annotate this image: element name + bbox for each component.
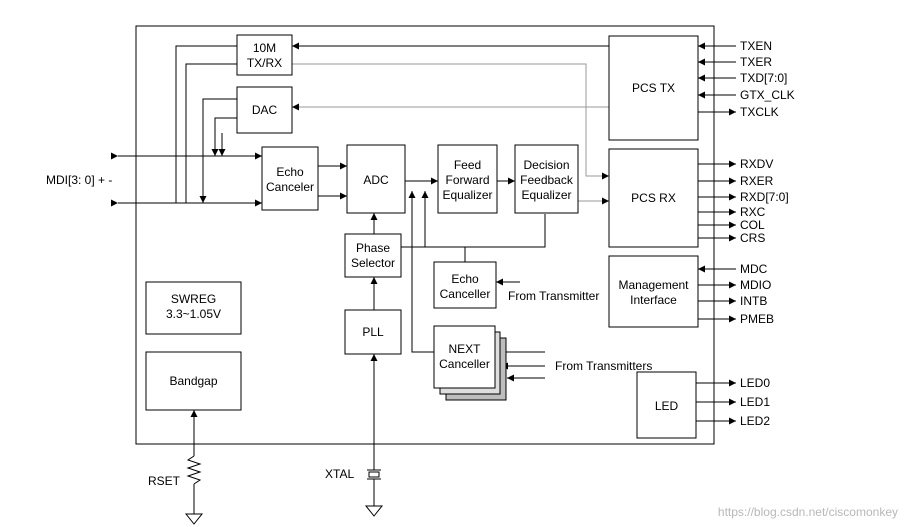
signal-led2: LED2 (740, 414, 770, 428)
echo-canceller2-label-line2: Canceller (440, 287, 491, 301)
bandgap-label: Bandgap (169, 374, 217, 388)
echo-canceller-label-line1: Echo (276, 165, 304, 179)
bandgap-block: Bandgap (145, 351, 242, 411)
management-label-line2: Interface (630, 293, 677, 307)
tenm-block: 10M TX/RX (236, 34, 293, 76)
dfe-label-line2: Feedback (520, 173, 574, 187)
echo-canceller2-block: Echo Canceller (433, 261, 497, 309)
pcs-rx-label: PCS RX (631, 191, 676, 205)
xtal-label: XTAL (325, 467, 354, 481)
ffe-label-line3: Equalizer (442, 188, 492, 202)
echo-canceller2-label-line1: Echo (451, 272, 479, 286)
phase-selector-label-line2: Selector (351, 256, 395, 270)
from-transmitter-label: From Transmitter (508, 289, 599, 303)
rset-label: RSET (148, 474, 181, 488)
pcs-tx-label: PCS TX (632, 81, 675, 95)
led-block: LED (636, 371, 697, 439)
tenm-label-line2: TX/RX (247, 56, 282, 70)
phase-selector-block: Phase Selector (344, 233, 402, 278)
signal-rxc: RXC (740, 205, 766, 219)
chip-outline (135, 25, 715, 445)
signal-col: COL (740, 218, 765, 232)
signal-mdc: MDC (740, 262, 768, 276)
signal-txclk: TXCLK (740, 105, 779, 119)
signal-rxd: RXD[7:0] (740, 190, 789, 204)
pll-label: PLL (362, 325, 384, 339)
signal-txd: TXD[7:0] (740, 71, 787, 85)
signal-rxdv: RXDV (740, 157, 773, 171)
pll-block: PLL (344, 309, 402, 355)
pcs-tx-block: PCS TX (608, 35, 699, 141)
swreg-label-line1: SWREG (171, 292, 216, 306)
ffe-label-line2: Forward (445, 173, 489, 187)
adc-label: ADC (363, 173, 389, 187)
watermark: https://blog.csdn.net/ciscomonkey (718, 505, 898, 519)
signal-mdio: MDIO (740, 278, 771, 292)
mdi-label: MDI[3: 0] + - (46, 173, 112, 187)
ffe-label-line1: Feed (454, 158, 481, 172)
adc-block: ADC (346, 144, 406, 214)
signal-crs: CRS (740, 231, 765, 245)
signal-led1: LED1 (740, 395, 770, 409)
pcs-rx-block: PCS RX (608, 148, 699, 248)
management-label-line1: Management (618, 278, 689, 292)
tenm-label-line1: 10M (253, 41, 276, 55)
management-interface-block: Management Interface (608, 255, 699, 328)
dfe-label-line1: Decision (523, 158, 569, 172)
phase-selector-label-line1: Phase (356, 241, 390, 255)
ffe-block: Feed Forward Equalizer (437, 144, 498, 214)
dfe-block: Decision Feedback Equalizer (514, 144, 579, 214)
signal-intb: INTB (740, 294, 767, 308)
next-canceller-block: NEXT Canceller (433, 325, 496, 389)
signal-led0: LED0 (740, 376, 770, 390)
dac-block: DAC (236, 86, 293, 134)
echo-canceller-label-line2: Canceler (266, 180, 314, 194)
dfe-label-line3: Equalizer (521, 188, 571, 202)
swreg-label-line2: 3.3~1.05V (166, 307, 221, 321)
echo-canceller-block: Echo Canceler (261, 146, 319, 211)
next-canceller-label-line2: Canceller (439, 357, 490, 371)
signal-txen: TXEN (740, 39, 772, 53)
swreg-block: SWREG 3.3~1.05V (145, 281, 242, 335)
dac-label: DAC (252, 103, 278, 117)
signal-rxer: RXER (740, 174, 774, 188)
signal-gtx-clk: GTX_CLK (740, 88, 795, 102)
led-label: LED (655, 399, 679, 413)
signal-pmeb: PMEB (740, 312, 774, 326)
from-transmitters-label: From Transmitters (555, 359, 652, 373)
next-canceller-label-line1: NEXT (448, 342, 481, 356)
wires (111, 42, 736, 525)
signal-txer: TXER (740, 55, 772, 69)
